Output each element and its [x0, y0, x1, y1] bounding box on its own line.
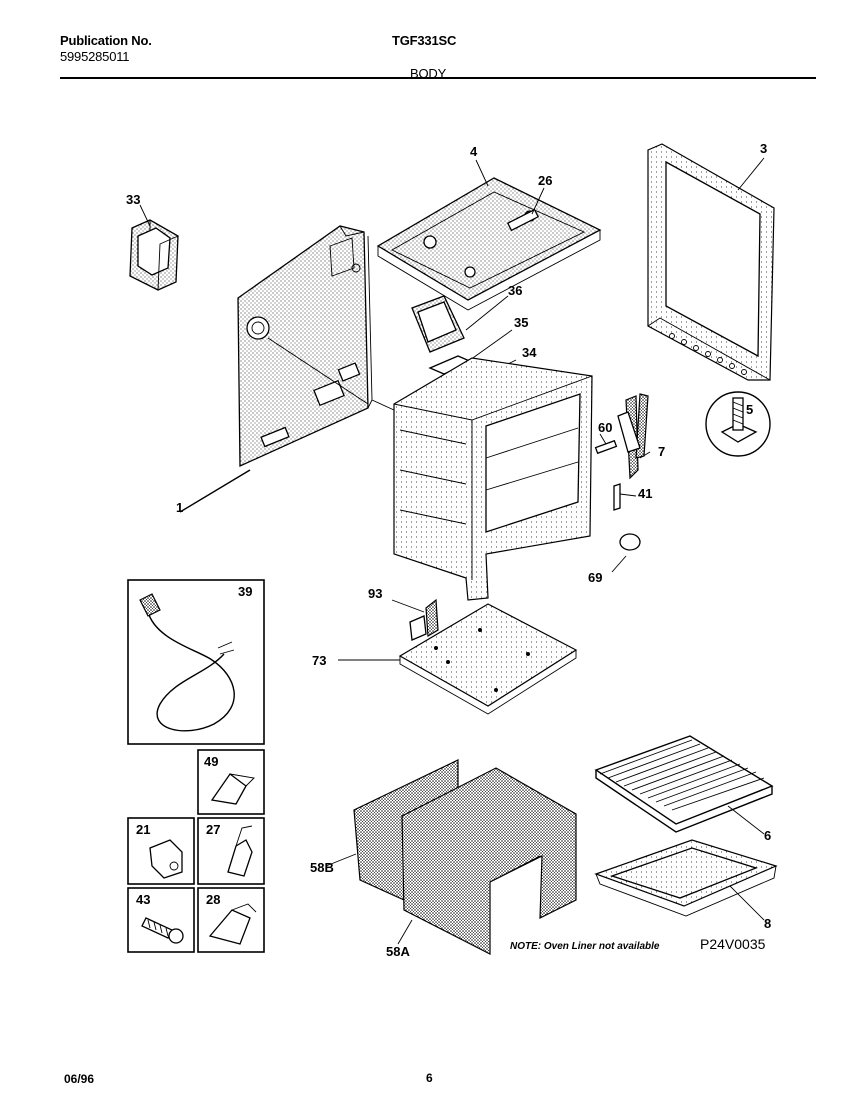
label-part-41: 41	[638, 486, 652, 501]
label-part-58b: 58B	[310, 860, 334, 875]
part-36-drawing	[411, 295, 509, 353]
label-part-33: 33	[126, 192, 140, 207]
page-number: 6	[426, 1071, 433, 1085]
label-part-69: 69	[588, 570, 602, 585]
label-part-35: 35	[514, 315, 528, 330]
part-41-drawing	[613, 483, 637, 511]
part-5-drawing	[705, 391, 771, 457]
part-39-drawing	[127, 579, 265, 745]
label-part-39: 39	[238, 584, 252, 599]
label-part-49: 49	[204, 754, 218, 769]
part-60-drawing	[594, 433, 618, 455]
label-part-58a: 58A	[386, 944, 410, 959]
header-rule	[60, 77, 816, 79]
footer-date: 06/96	[64, 1072, 95, 1086]
label-part-26: 26	[538, 173, 552, 188]
publication-number: 5995285011	[60, 49, 130, 64]
part-6-drawing	[594, 735, 774, 835]
label-part-5: 5	[746, 402, 753, 417]
part-27-drawing	[197, 817, 265, 885]
part-21-drawing	[127, 817, 195, 885]
label-part-8: 8	[764, 916, 771, 931]
part-8-drawing	[594, 839, 778, 921]
label-part-6: 6	[764, 828, 771, 843]
label-part-4: 4	[470, 144, 478, 159]
label-part-1: 1	[176, 500, 183, 515]
part-7-drawing	[617, 393, 651, 480]
label-part-34: 34	[522, 345, 537, 360]
part-43-drawing	[127, 887, 195, 953]
part-3-drawing	[647, 143, 775, 381]
label-part-7: 7	[658, 444, 665, 459]
label-part-73: 73	[312, 653, 326, 668]
label-part-93: 93	[368, 586, 382, 601]
part-58a-drawing	[401, 767, 577, 955]
label-part-3: 3	[760, 141, 767, 156]
part-28-drawing	[197, 887, 265, 953]
oven-liner-note: NOTE: Oven Liner not available	[510, 941, 660, 952]
diagram-code: P24V0035	[700, 936, 766, 952]
part-69-drawing	[611, 533, 641, 573]
part-1-drawing	[179, 225, 373, 513]
label-part-43: 43	[136, 892, 150, 907]
model-number: TGF331SC	[392, 33, 457, 48]
part-4-drawing	[376, 159, 602, 311]
label-part-60: 60	[598, 420, 612, 435]
publication-label: Publication No.	[60, 33, 152, 48]
label-part-28: 28	[206, 892, 220, 907]
label-part-21: 21	[136, 822, 150, 837]
main-body-drawing	[371, 357, 593, 601]
part-49-drawing	[197, 749, 265, 815]
label-part-36: 36	[508, 283, 522, 298]
part-93-drawing	[391, 598, 439, 641]
label-part-27: 27	[206, 822, 220, 837]
part-73-drawing	[338, 603, 578, 715]
part-33-drawing	[129, 204, 179, 291]
